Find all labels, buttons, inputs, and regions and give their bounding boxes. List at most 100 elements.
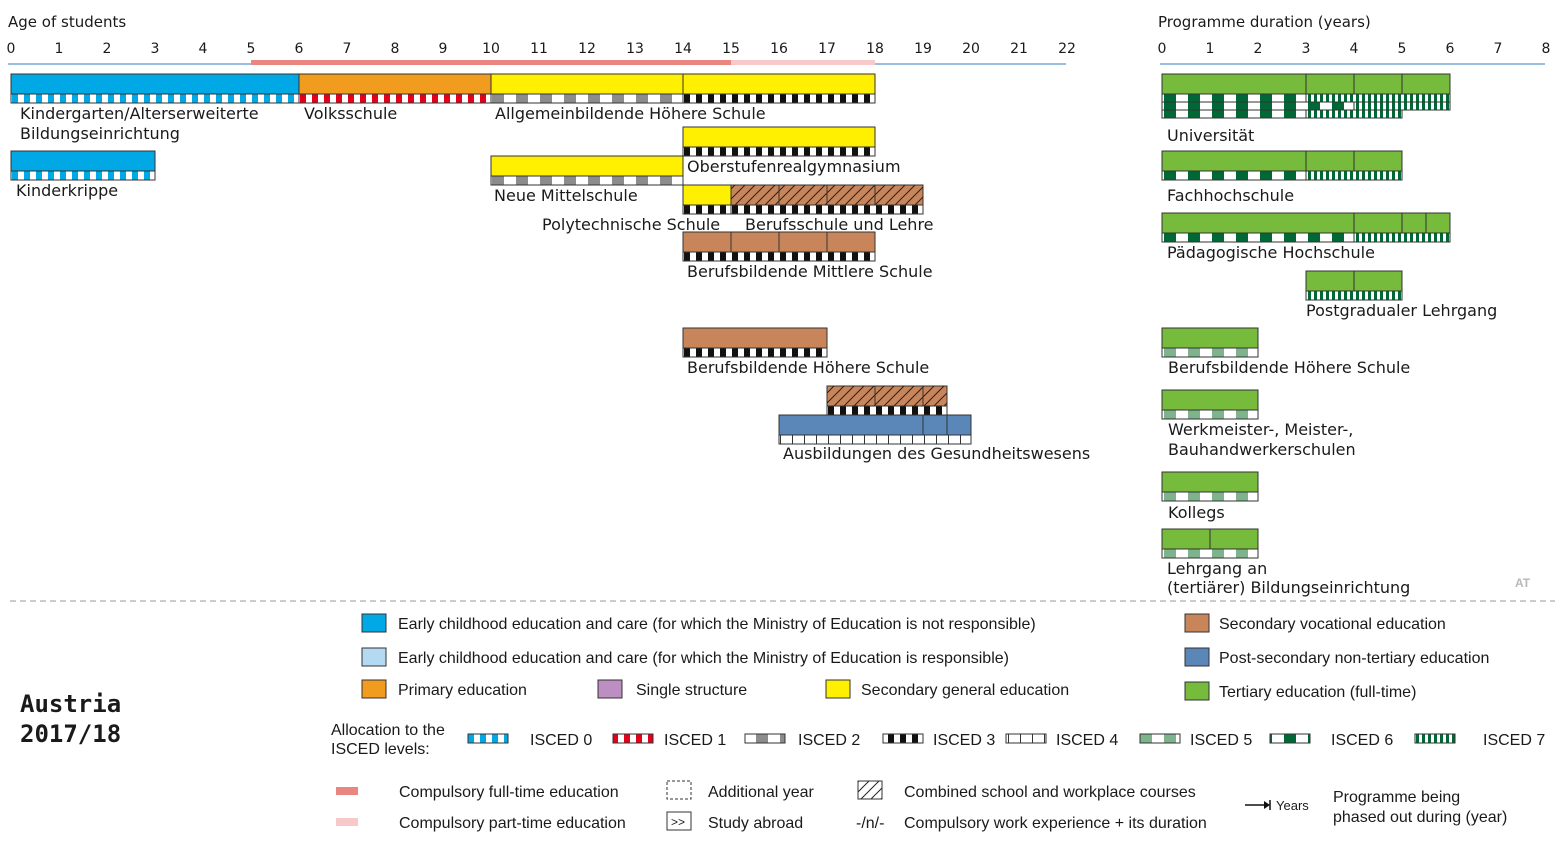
programme-bar <box>1161 150 1403 172</box>
legend-label: Primary education <box>398 682 527 699</box>
legend-swatch-secondary-general <box>825 679 851 699</box>
programme-bar <box>10 73 300 95</box>
duration-programmes: Universität Fachhochschule Pädagogische … <box>1161 73 1531 597</box>
programme-label-line: Neue Mittelschule <box>494 186 638 205</box>
legend-swatch-single-structure <box>597 679 623 699</box>
tick-label: 5 <box>1398 41 1407 57</box>
programme-label-line: Werkmeister-, Meister-, <box>1168 420 1353 439</box>
legend-isced: Allocation to the ISCED levels: ISCED 0 … <box>331 722 1545 758</box>
isced-5-swatch <box>1139 733 1181 744</box>
work-experience-symbol: -/n/- <box>856 815 884 832</box>
tick-label: 8 <box>1542 41 1551 57</box>
programme-kollegs: Kollegs <box>1161 471 1259 522</box>
years-arrow-icon <box>1245 800 1271 810</box>
legend-label: Compulsory full-time education <box>399 784 619 801</box>
programme-paedagogische-hochschule: Pädagogische Hochschule <box>1161 212 1451 262</box>
programme-bar <box>1161 471 1259 493</box>
tick-label: 21 <box>1010 41 1028 57</box>
isced-label: ISCED 5 <box>1190 732 1252 749</box>
isced-label: ISCED 4 <box>1056 732 1118 749</box>
isced-7-strip <box>1305 170 1403 181</box>
study-abroad-icon <box>666 811 692 831</box>
country-year: 2017/18 <box>20 720 121 748</box>
programme-ausbildungen-des-gesundheitswesens: Ausbildungen des Gesundheitswesens <box>778 414 1090 463</box>
isced-3-strip <box>826 405 948 416</box>
programme-label-line: Kinderkrippe <box>16 181 118 200</box>
programme-label-line: Bauhandwerkerschulen <box>1168 440 1356 459</box>
compulsory-part-swatch <box>336 818 358 826</box>
isced-6-strip <box>1161 93 1307 103</box>
tick-label: 3 <box>151 41 160 57</box>
country-code: AT <box>1515 576 1531 590</box>
programme-label-line: Ausbildungen des Gesundheitswesens <box>783 444 1090 463</box>
compulsory-part-time-bar <box>731 60 875 65</box>
programme-label-line: Oberstufenrealgymnasium <box>687 157 901 176</box>
legend-label: Additional year <box>708 784 815 801</box>
tick-label: 13 <box>626 41 644 57</box>
programme-polytechnische-schule: Polytechnische Schule <box>542 184 732 234</box>
years-label: Years <box>1276 798 1309 813</box>
programme-postgradualer-lehrgang: Postgradualer Lehrgang <box>1305 270 1497 320</box>
programme-bar <box>682 184 732 206</box>
programme-label-line: Berufsschule und Lehre <box>745 215 934 234</box>
tick-label: 6 <box>1446 41 1455 57</box>
programme-bar <box>1161 389 1259 411</box>
programme-berufsbildende-hoehere-schule-tertiary: Berufsbildende Höhere Schule <box>1161 327 1410 377</box>
tick-label: 4 <box>1350 41 1359 57</box>
isced-7-strip <box>1305 93 1451 103</box>
isced-2-swatch <box>744 733 786 744</box>
tick-label: 3 <box>1302 41 1311 57</box>
programme-label-line: (tertiärer) Bildungseinrichtung <box>1167 578 1410 597</box>
legend-label: Single structure <box>636 682 747 699</box>
isced-3-strip <box>682 93 876 104</box>
legend-label: Early childhood education and care (for … <box>398 616 1036 633</box>
isced-5-strip <box>1161 409 1259 420</box>
compulsory-full-swatch <box>336 787 358 795</box>
legend-symbols: Compulsory full-time education Compulsor… <box>336 780 1507 832</box>
isced-1-swatch <box>612 733 654 744</box>
programme-universitaet: Universität <box>1161 73 1451 145</box>
isced-2-strip <box>490 175 684 186</box>
programme-label-line: Berufsbildende Höhere Schule <box>1168 358 1410 377</box>
programme-werkmeister: Werkmeister-, Meister-, Bauhandwerkersch… <box>1161 389 1356 459</box>
programme-label-line: Fachhochschule <box>1167 186 1294 205</box>
programme-bar <box>490 155 684 177</box>
programme-kinderkrippe: Kinderkrippe <box>10 150 156 200</box>
phased-out-line: phased out during (year) <box>1333 809 1507 826</box>
tick-label: 5 <box>247 41 256 57</box>
programme-label-line: Volksschule <box>304 104 397 123</box>
legend-label: Post-secondary non-tertiary education <box>1219 650 1489 667</box>
legend-label: Study abroad <box>708 815 803 832</box>
programme-bar <box>682 327 828 349</box>
tick-label: 17 <box>818 41 836 57</box>
isced-4-swatch <box>1005 733 1047 744</box>
programme-neue-mittelschule: Neue Mittelschule <box>490 155 684 205</box>
programme-lehrgang-an-bildungseinrichtung: Lehrgang an (tertiärer) Bildungseinricht… <box>1161 528 1410 597</box>
programme-fachhochschule: Fachhochschule <box>1161 150 1403 205</box>
legend-label: Compulsory part-time education <box>399 815 626 832</box>
isced-label: ISCED 1 <box>664 732 726 749</box>
programme-bar <box>10 150 156 172</box>
programme-label-line: Berufsbildende Mittlere Schule <box>687 262 933 281</box>
legend-categories: Early childhood education and care (for … <box>361 613 1489 701</box>
programme-bar <box>682 126 876 148</box>
isced-6-strip <box>1161 109 1307 119</box>
tick-label: 7 <box>343 41 352 57</box>
programme-bar <box>1161 327 1259 349</box>
isced-5-strip <box>1161 491 1259 502</box>
legend-label: Combined school and workplace courses <box>904 784 1196 801</box>
legend-swatch-tertiary <box>1184 681 1210 701</box>
isced-label: ISCED 6 <box>1331 732 1393 749</box>
additional-year-icon <box>666 780 692 800</box>
legend-swatch-secondary-vocational <box>1184 613 1210 633</box>
tick-label: 2 <box>103 41 112 57</box>
age-axis-title: Age of students <box>8 13 126 31</box>
legend-label: Early childhood education and care (for … <box>398 650 1009 667</box>
isced-label: ISCED 0 <box>530 732 592 749</box>
programme-volksschule: Volksschule <box>298 73 492 123</box>
programme-oberstufenrealgymnasium: Oberstufenrealgymnasium <box>682 126 901 176</box>
age-programmes: Kindergarten/Alterserweiterte Bildungsei… <box>10 73 1090 463</box>
